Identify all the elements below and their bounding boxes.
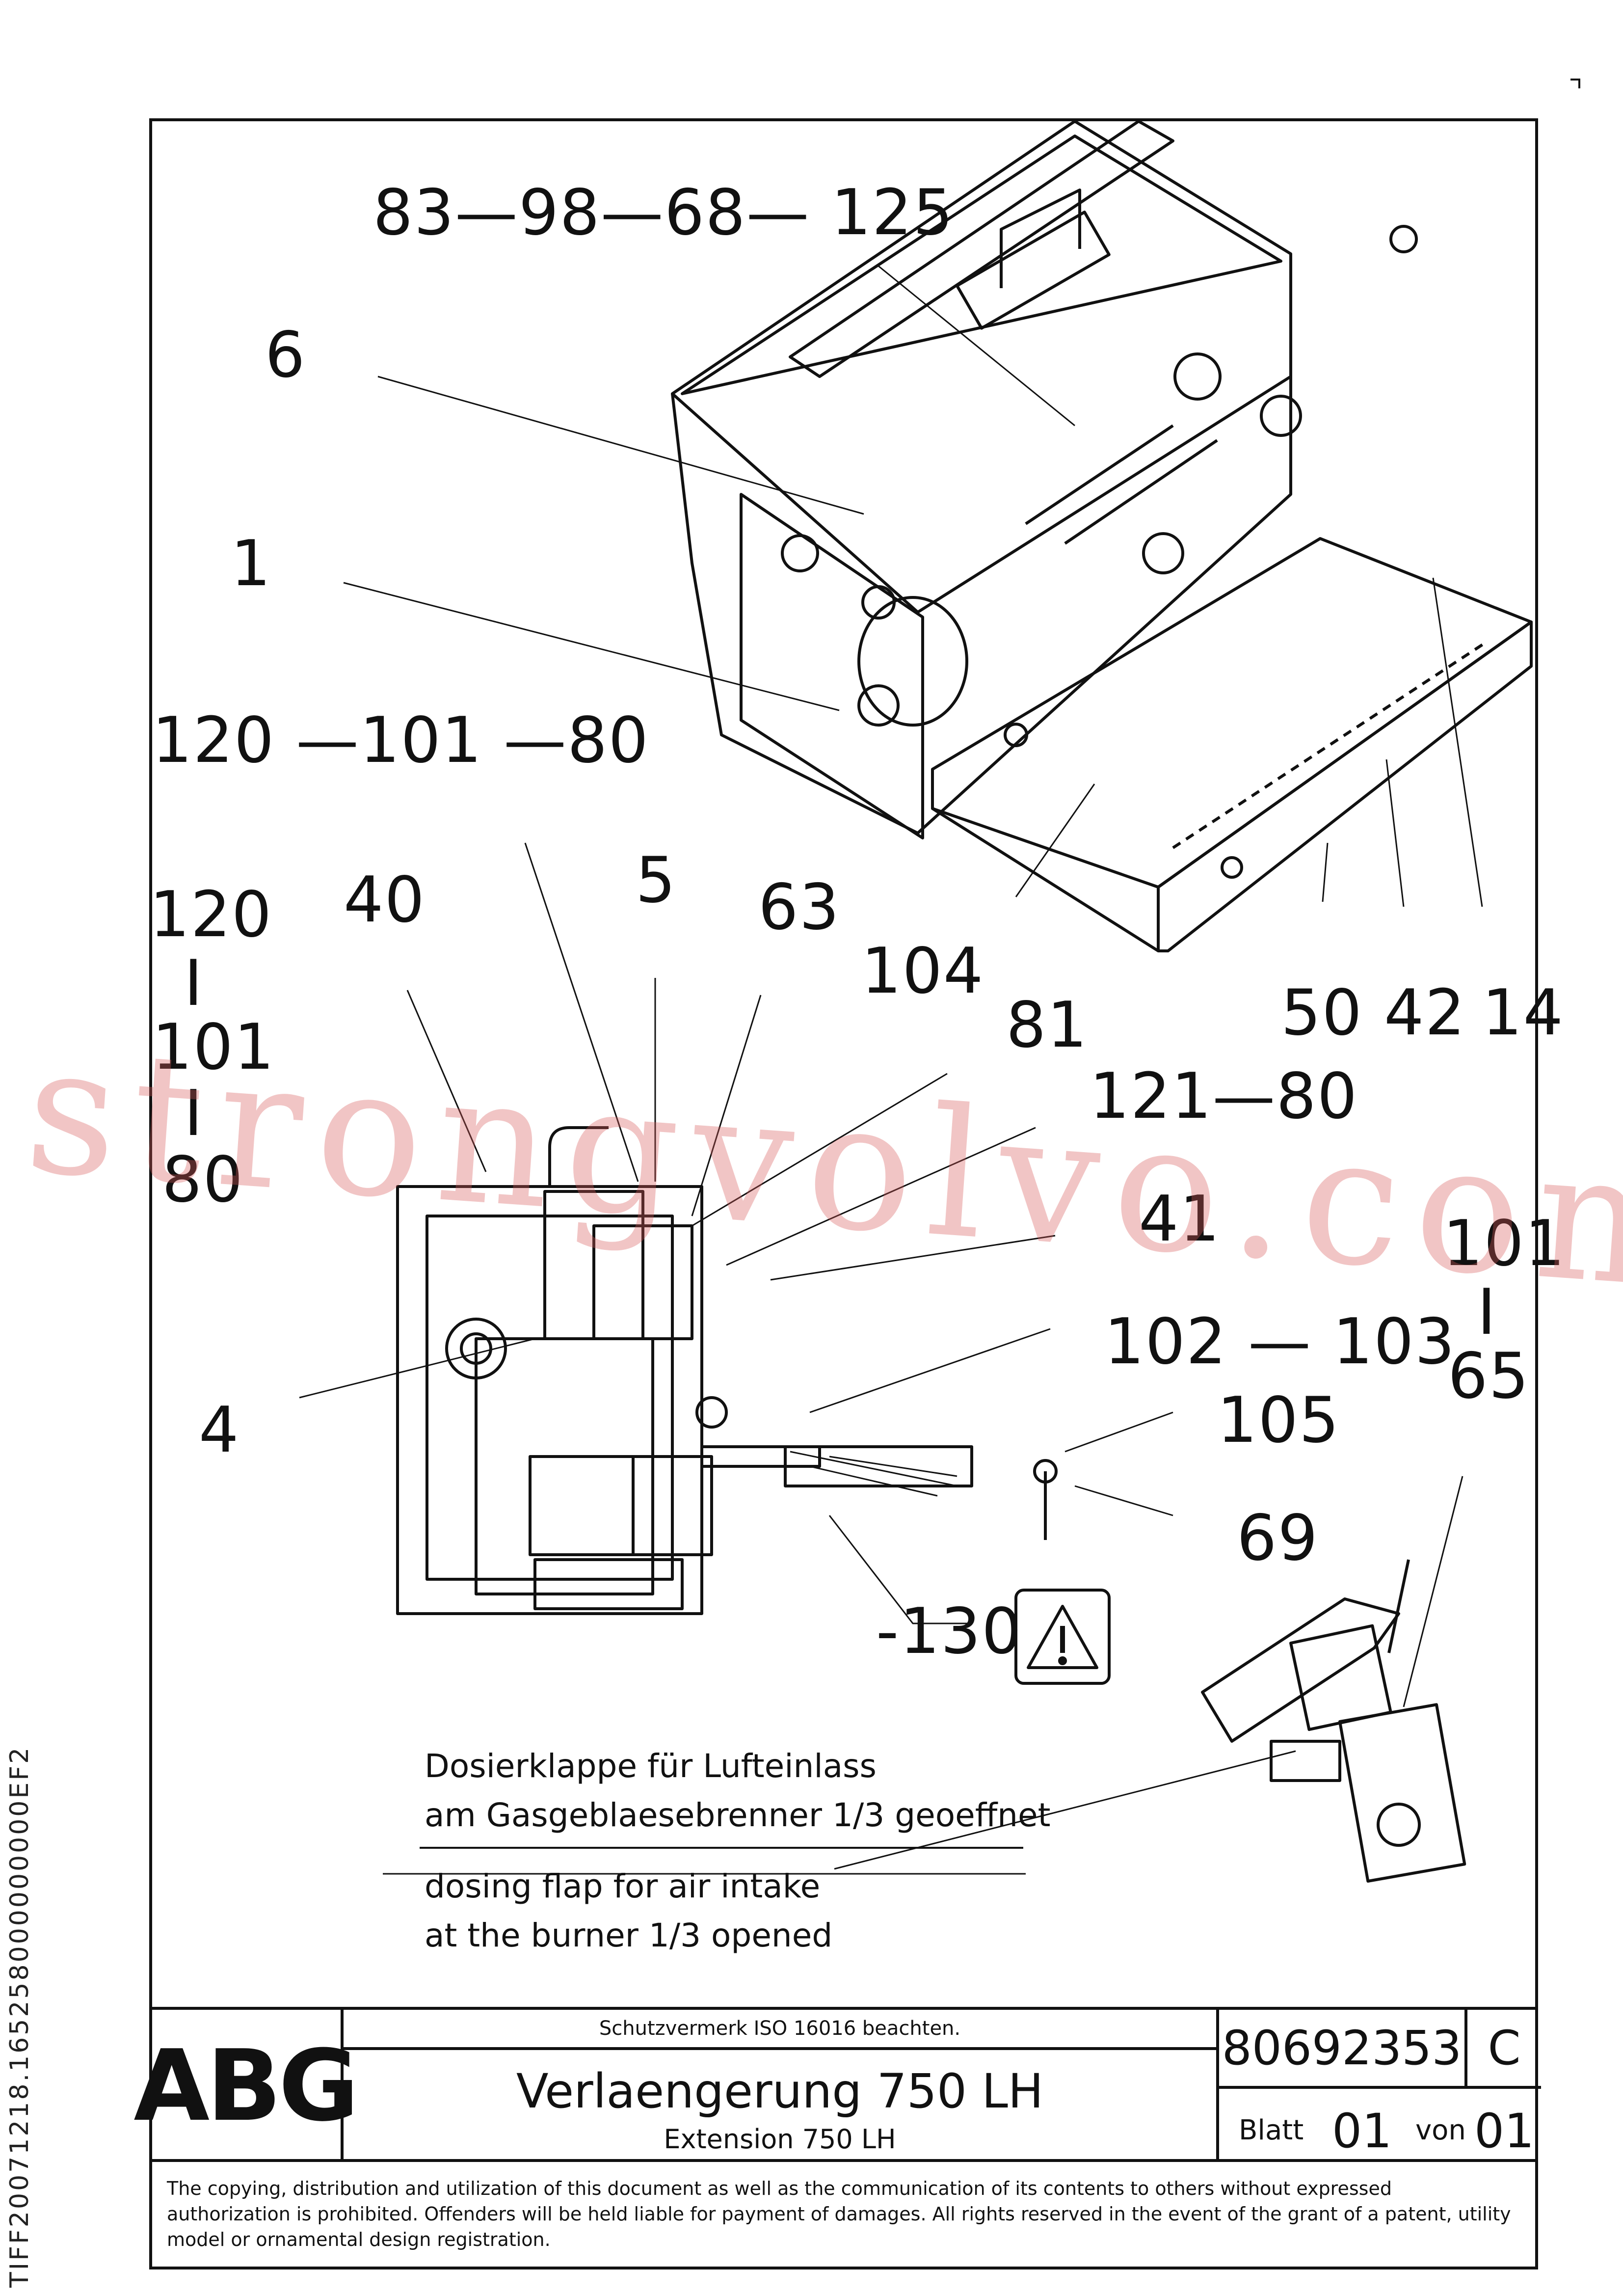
sheet-info: Blatt 01 von 01: [1219, 2089, 1541, 2162]
note-de-line-2: am Gasgeblaesebrenner 1/3 geoeffnet: [425, 1796, 1051, 1834]
corner-mark: [1570, 79, 1580, 88]
copyright-footer: The copying, distribution and utilizatio…: [149, 2159, 1538, 2269]
sheet-label: Blatt: [1239, 2114, 1304, 2146]
title-block: ABG Schutzvermerk ISO 16016 beachten. Ve…: [133, 2007, 1541, 2162]
note-en-line-1: dosing flap for air intake: [425, 1867, 821, 1905]
callout-6: 6: [265, 319, 306, 392]
section-view-illustration: [396, 1126, 1058, 1615]
warning-triangle-icon: [1014, 1589, 1111, 1685]
note-en-line-2: at the burner 1/3 opened: [425, 1917, 833, 1954]
callout-69: 69: [1237, 1502, 1319, 1575]
callout-50: 50: [1281, 976, 1363, 1050]
drawing-title: Verlaengerung 750 LH: [516, 2064, 1044, 2119]
sheet-value: 01: [1332, 2104, 1392, 2159]
callout-130: -130: [876, 1595, 1023, 1668]
callout-41: 41: [1139, 1183, 1221, 1256]
callout-65: 65: [1448, 1340, 1530, 1413]
callout-63: 63: [758, 871, 840, 944]
callout-bar-2: I: [184, 1077, 204, 1150]
callout-1: 1: [231, 527, 272, 600]
callout-101-right: 101: [1443, 1207, 1566, 1280]
callout-40: 40: [344, 864, 426, 937]
technical-drawing: [299, 121, 1533, 1883]
drawing-frame: [149, 118, 1538, 2269]
of-value: 01: [1474, 2104, 1535, 2159]
logo-text: ABG: [133, 2028, 359, 2143]
callout-80: 80: [162, 1143, 244, 1216]
callout-42: 42: [1384, 976, 1466, 1050]
callout-bar-3: I: [1477, 1276, 1497, 1349]
of-label: von: [1415, 2114, 1466, 2146]
burner-detail-illustration: [1201, 1559, 1466, 1883]
callout-102-103: 102 — 103: [1104, 1305, 1456, 1378]
callout-105: 105: [1217, 1384, 1340, 1457]
revision: C: [1467, 2010, 1541, 2089]
upper-assembly-illustration: [671, 121, 1533, 952]
drawing-number: 80692353: [1219, 2010, 1467, 2089]
callout-104: 104: [861, 935, 984, 1008]
callout-101: 101: [152, 1011, 275, 1084]
note-divider: [420, 1847, 1023, 1849]
callout-120: 120: [150, 878, 273, 951]
callout-83-98-68-125: 83—98—68— 125: [373, 176, 954, 249]
callout-81: 81: [1006, 989, 1088, 1062]
title-block-right: 80692353 C Blatt 01 von 01: [1216, 2010, 1541, 2162]
callout-4: 4: [199, 1394, 240, 1467]
abg-logo: ABG: [133, 2010, 359, 2162]
callout-121-80: 121—80: [1090, 1060, 1358, 1133]
callout-120-101-80: 120 —101 —80: [152, 704, 649, 777]
protection-note: Schutzvermerk ISO 16016 beachten.: [344, 2010, 1216, 2050]
drawing-subtitle: Extension 750 LH: [664, 2124, 896, 2155]
callout-bar-1: I: [184, 947, 204, 1020]
side-code: TIFF20071218.165258000000000EF2: [5, 1745, 34, 2288]
note-de-line-1: Dosierklappe für Lufteinlass: [425, 1747, 877, 1785]
callout-14: 14: [1482, 976, 1564, 1050]
callout-5: 5: [636, 844, 677, 917]
